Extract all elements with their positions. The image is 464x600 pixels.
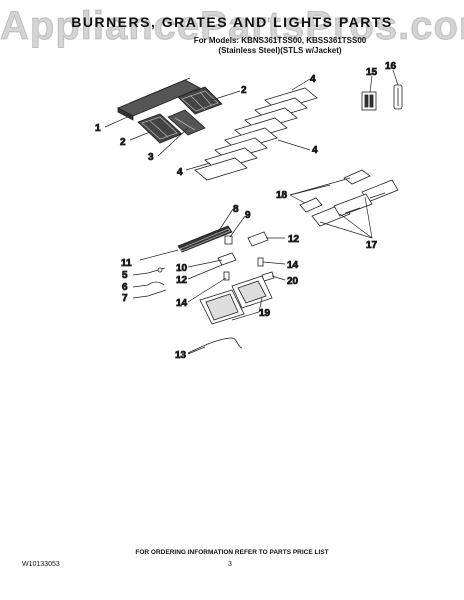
- callout-part-14-left: 14: [176, 298, 188, 309]
- callout-part-19: 19: [259, 308, 271, 319]
- bracket-part-12-right: [247, 231, 269, 247]
- callout-part-20: 20: [287, 276, 299, 287]
- screw-part-5: [147, 267, 166, 274]
- model-line-2: (Stainless Steel)(STLS w/Jacket): [218, 46, 342, 55]
- callout-part-2: 2: [241, 85, 247, 96]
- ordering-note: FOR ORDERING INFORMATION REFER TO PARTS …: [135, 549, 329, 556]
- callout-part-8: 8: [233, 204, 239, 215]
- callout-part-16: 16: [385, 61, 397, 72]
- callout-part-4-low: 4: [177, 167, 183, 178]
- callout-part-11: 11: [121, 258, 132, 269]
- callout-part-4-mid: 4: [312, 145, 318, 156]
- wire-part-6: [147, 281, 165, 286]
- callout-part-2b: 2: [120, 137, 126, 148]
- grate-part-3: [167, 109, 206, 136]
- fastener-part-14: [257, 257, 264, 267]
- callout-part-12-left: 12: [176, 275, 188, 286]
- page-number: 3: [228, 561, 232, 568]
- watermark: AppliancePartsPros.com: [0, 4, 464, 49]
- callout-part-15: 15: [366, 67, 378, 78]
- callout-part-10: 10: [176, 263, 188, 274]
- document-number: W10133053: [22, 561, 60, 568]
- fastener-part-14-left: [223, 271, 230, 281]
- callout-part-14-right: 14: [287, 260, 299, 271]
- part-number-labels: 1 2 2 3 4 4 4 5 6 7 8 9 10 11 12 12 13 1…: [95, 61, 397, 362]
- callout-part-13: 13: [175, 350, 187, 361]
- grille-strip-part-8: [177, 225, 233, 253]
- callout-part-7: 7: [122, 293, 128, 304]
- callout-part-9: 9: [245, 210, 251, 221]
- callout-part-4-top: 4: [310, 74, 316, 85]
- model-list: For Models: KBNS361TSS00, KBSS361TSS00 (…: [150, 36, 410, 56]
- callout-part-6: 6: [122, 282, 128, 293]
- callout-part-18: 18: [276, 190, 288, 201]
- leader-lines: [104, 69, 399, 355]
- model-line-1: For Models: KBNS361TSS00, KBSS361TSS00: [193, 36, 367, 45]
- light-lens-part-16: [393, 84, 403, 110]
- light-bracket-part-15: [361, 91, 377, 111]
- grate-part-1: [117, 77, 201, 121]
- bracket-part-10: [217, 252, 237, 266]
- grate-part-2: [177, 86, 223, 115]
- callout-part-12-right: 12: [288, 234, 300, 245]
- light-housing-part-19: [199, 275, 273, 325]
- callout-part-1: 1: [95, 123, 101, 134]
- clip-part-7: [147, 289, 167, 297]
- burner-assembly-cluster: [299, 169, 399, 227]
- wire-harness-part-13: [187, 337, 243, 354]
- burner-tube-stack: [194, 87, 318, 181]
- page-title: BURNERS, GRATES AND LIGHTS PARTS: [71, 14, 393, 30]
- callout-part-5: 5: [122, 270, 128, 281]
- clip-part-9: [224, 235, 233, 245]
- callout-part-3: 3: [148, 152, 154, 163]
- callout-part-17: 17: [366, 240, 378, 251]
